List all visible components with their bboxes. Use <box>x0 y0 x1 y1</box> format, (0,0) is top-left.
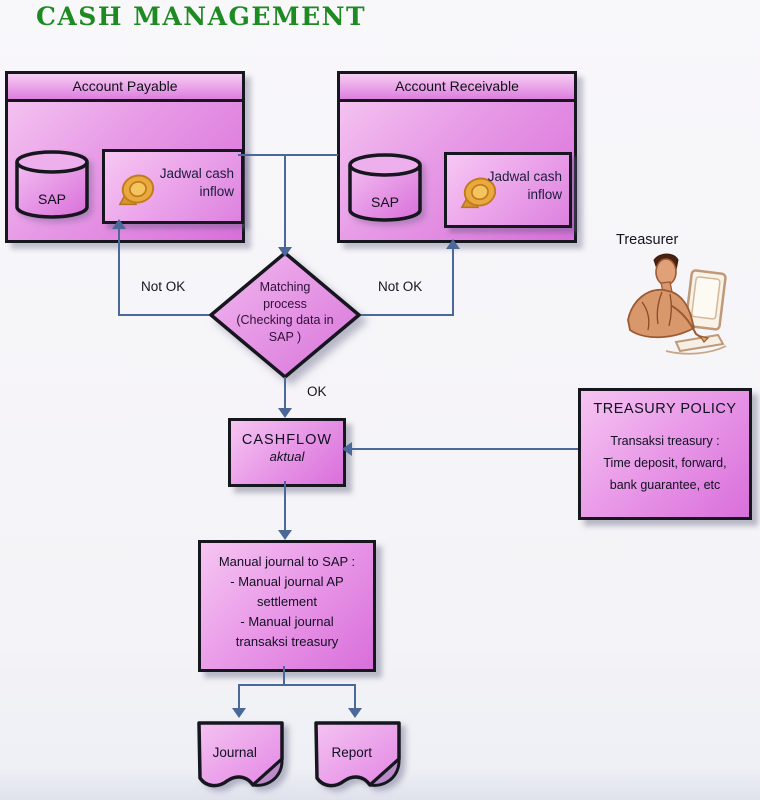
document-shape <box>314 721 401 788</box>
flow-line-treasury <box>351 448 578 450</box>
sap-database-ap: SAP <box>13 149 91 221</box>
sap-label-ap: SAP <box>37 191 66 207</box>
manual-journal-box: Manual journal to SAP : - Manual journal… <box>198 540 376 672</box>
page-title: CASH MANAGEMENT <box>36 2 367 31</box>
coin-icon <box>460 177 497 209</box>
document-shape <box>197 721 284 788</box>
sap-database-ar: SAP <box>346 152 424 224</box>
treasury-policy-body: Transaksi treasury : Time deposit, forwa… <box>603 434 727 492</box>
arrowhead-down-icon <box>278 247 292 257</box>
flow-line-notok-left-h <box>119 314 209 316</box>
flow-line-notok-right-v <box>452 248 454 316</box>
flow-line-panels-join <box>238 154 338 156</box>
treasury-policy-box: TREASURY POLICY Transaksi treasury : Tim… <box>578 388 752 520</box>
journal-label: Journal <box>212 745 257 760</box>
flow-line-notok-left-v <box>118 228 120 316</box>
flow-line-to-report <box>354 684 356 710</box>
flow-line-split <box>238 684 356 686</box>
treasurer-label: Treasurer <box>616 232 679 248</box>
treasury-policy-title: TREASURY POLICY <box>593 401 737 417</box>
coin-icon <box>118 174 155 206</box>
arrowhead-left-icon <box>342 442 352 456</box>
report-document: Report <box>310 719 405 794</box>
flow-line-ok <box>284 377 286 410</box>
flow-line-to-manual <box>284 481 286 532</box>
flow-line-to-decision <box>284 154 286 248</box>
report-label: Report <box>331 745 373 760</box>
arrowhead-down-icon <box>278 530 292 540</box>
database-cylinder-icon <box>15 150 89 219</box>
cashflow-box: CASHFLOW aktual <box>228 418 346 487</box>
not-ok-left-label: Not OK <box>141 279 186 294</box>
journal-document: Journal <box>193 719 288 794</box>
flow-line-to-journal <box>238 684 240 710</box>
treasurer-clipart <box>627 253 727 355</box>
cashflow-subtitle: aktual <box>269 449 305 464</box>
manual-journal-text: Manual journal to SAP : - Manual journal… <box>218 554 356 649</box>
account-receivable-header: Account Receivable <box>340 74 574 102</box>
arrowhead-down-icon <box>278 408 292 418</box>
sap-label-ar: SAP <box>370 194 399 210</box>
arrowhead-up-icon <box>112 219 126 229</box>
arrowhead-down-icon <box>232 708 246 718</box>
flow-line-manual-stub <box>283 666 285 686</box>
arrowhead-up-icon <box>446 239 460 249</box>
cashflow-title: CASHFLOW <box>241 432 333 448</box>
flow-line-notok-right-h <box>361 314 454 316</box>
arrowhead-down-icon <box>348 708 362 718</box>
database-cylinder-icon <box>348 153 422 222</box>
not-ok-right-label: Not OK <box>378 279 423 294</box>
ok-label: OK <box>307 384 327 399</box>
account-payable-header: Account Payable <box>8 74 242 102</box>
decision-text: Matching process (Checking data in SAP ) <box>236 280 334 344</box>
